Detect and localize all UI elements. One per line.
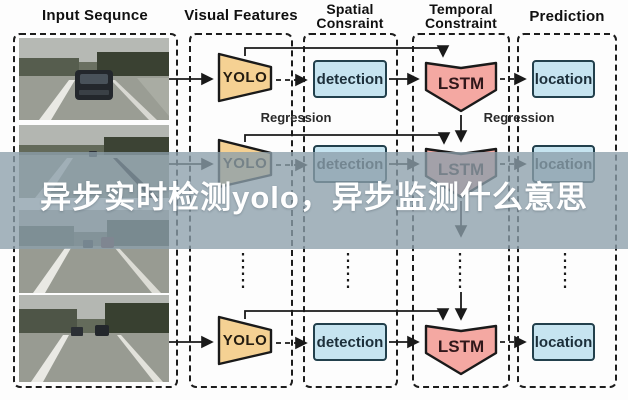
header-prediction: Prediction bbox=[529, 8, 605, 25]
yolo-node: YOLO bbox=[217, 315, 273, 366]
header-input-sequence: Input Sequnce bbox=[42, 7, 148, 24]
header-temporal-constraint: Temporal Constraint bbox=[425, 2, 497, 30]
caption-overlay-band: 异步实时检测yolo，异步监测什么意思 bbox=[0, 152, 628, 249]
location-label: location bbox=[534, 70, 593, 88]
regression-label-left: Regression bbox=[260, 110, 332, 125]
detection-label: detection bbox=[316, 333, 384, 351]
dashcam-scene-icon bbox=[19, 38, 169, 120]
lstm-node: LSTM bbox=[424, 60, 498, 113]
video-frame-4 bbox=[19, 295, 169, 382]
detection-label: detection bbox=[316, 70, 384, 88]
regression-label-right: Regression bbox=[483, 110, 555, 125]
header-spatial-constraint: Spatial Consraint bbox=[316, 2, 383, 30]
lstm-label: LSTM bbox=[437, 337, 485, 356]
dashcam-scene-icon bbox=[19, 295, 169, 382]
video-frame-1 bbox=[19, 38, 169, 120]
lstm-label: LSTM bbox=[437, 74, 485, 93]
lstm-node: LSTM bbox=[424, 323, 498, 376]
location-node: location bbox=[532, 60, 595, 98]
header-line-1: Spatial bbox=[326, 1, 374, 17]
yolo-node: YOLO bbox=[217, 52, 273, 103]
detection-node: detection bbox=[313, 323, 387, 361]
location-node: location bbox=[532, 323, 595, 361]
header-line-2: Consraint bbox=[316, 15, 384, 31]
header-visual-features: Visual Features bbox=[184, 7, 298, 24]
yolo-label: YOLO bbox=[222, 69, 268, 86]
caption-text: 异步实时检测yolo，异步监测什么意思 bbox=[40, 180, 588, 215]
detection-node: detection bbox=[313, 60, 387, 98]
location-label: location bbox=[534, 333, 593, 351]
header-line-1: Temporal bbox=[429, 1, 493, 17]
header-line-2: Constraint bbox=[425, 15, 497, 31]
yolo-label: YOLO bbox=[222, 332, 268, 349]
